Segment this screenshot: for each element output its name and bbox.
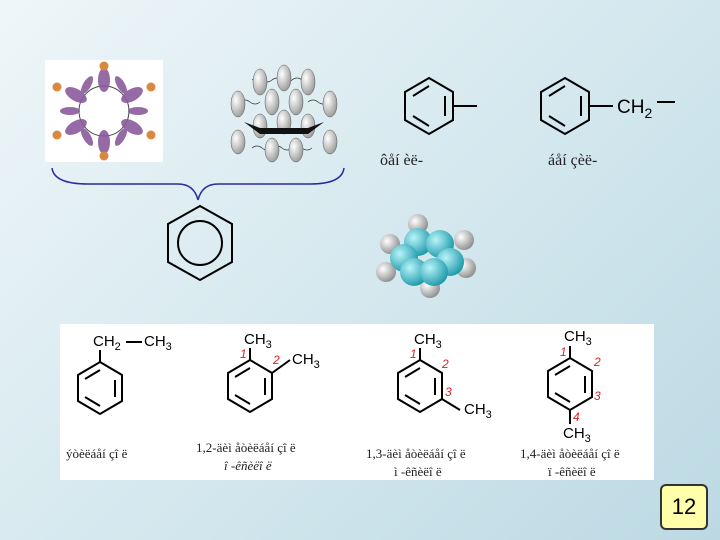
curly-brace	[51, 167, 345, 201]
ethyl-ch3-label: CH3	[144, 333, 172, 353]
benzyl-structure	[540, 76, 675, 136]
ethyl-ch2-label: CH2	[93, 333, 121, 353]
ethylbenzene-structure	[77, 341, 142, 416]
ethylbenzene-caption: ýòèëáåí çî ë	[66, 446, 128, 461]
meta-ch3-a: CH3	[414, 331, 442, 351]
ortho-ch3-b: CH3	[292, 351, 320, 371]
meta-caption-trivial: ì -êñèëî ë	[394, 464, 442, 479]
para-caption-trivial: ï -êñèëî ë	[548, 464, 596, 479]
alkylbenzene-structures: CH2 CH3 CH3 CH3 1 2 CH3 CH3 1 2 3	[77, 328, 601, 445]
para-locant-2: 2	[593, 355, 601, 369]
para-locant-4: 4	[573, 410, 580, 424]
meta-xylene-structure	[397, 348, 461, 414]
benzene-circle-structure	[167, 204, 233, 282]
benzyl-ch2-label: CH2	[617, 97, 652, 121]
para-ch3-b: CH3	[563, 425, 591, 445]
ortho-caption-trivial: î -êñèëî ë	[224, 458, 272, 473]
para-xylene-structure	[547, 346, 593, 424]
slide-number-badge: 12	[660, 484, 708, 530]
ortho-xylene-structure	[227, 348, 291, 414]
para-locant-1: 1	[560, 345, 567, 359]
ortho-ch3-a: CH3	[244, 331, 272, 351]
meta-ch3-b: CH3	[464, 401, 492, 421]
ortho-locant-1: 1	[240, 347, 247, 361]
pi-orbital-image	[222, 62, 347, 164]
ortho-locant-2: 2	[272, 353, 280, 367]
meta-locant-2: 2	[441, 357, 449, 371]
meta-locant-1: 1	[410, 347, 417, 361]
sigma-orbital-drawing	[52, 61, 156, 161]
substituent-structures: CH2	[404, 76, 675, 136]
alkylbenzene-panel: CH2 CH3 CH3 CH3 1 2 CH3 CH3 1 2 3	[60, 324, 654, 480]
ortho-caption-name: 1,2-äèì åòèëáåí çî ë	[196, 440, 296, 455]
para-locant-3: 3	[594, 389, 601, 403]
para-ch3-a: CH3	[564, 328, 592, 348]
pi-orbital-drawing	[230, 64, 338, 163]
space-filling-model	[376, 214, 476, 298]
meta-locant-3: 3	[445, 385, 452, 399]
phenyl-structure	[404, 76, 477, 136]
benzyl-label: áåí çèë-	[548, 152, 598, 169]
phenyl-label: ôåí èë-	[380, 152, 424, 169]
meta-caption-name: 1,3-äèì åòèëáåí çî ë	[366, 446, 466, 461]
para-caption-name: 1,4-äèì åòèëáåí çî ë	[520, 446, 620, 461]
sigma-orbital-image	[45, 60, 163, 162]
